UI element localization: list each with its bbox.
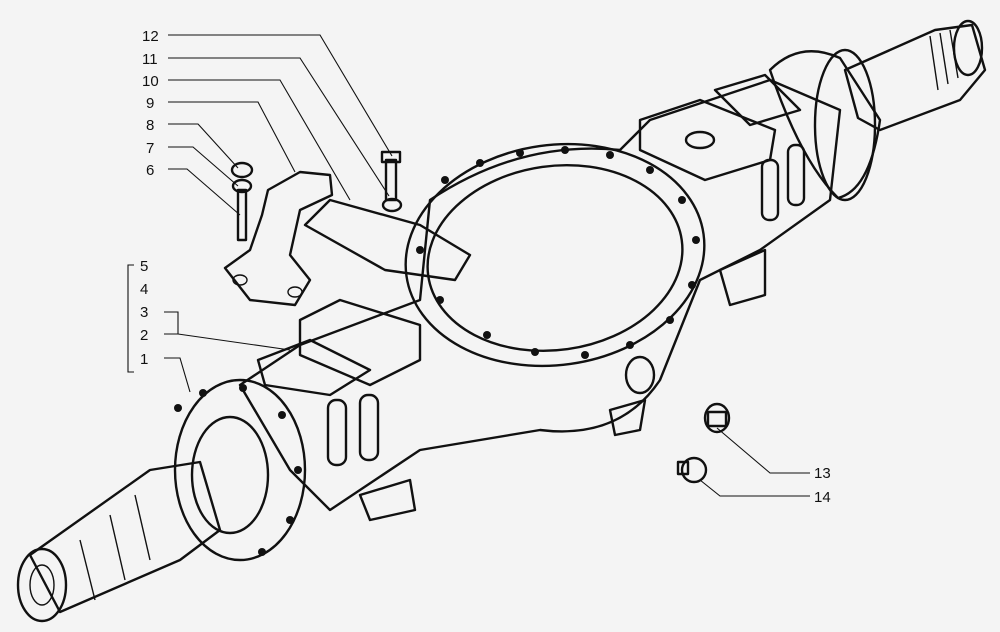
callout-12: 12: [142, 28, 159, 45]
callout-8: 8: [146, 117, 154, 134]
callout-2: 2: [140, 327, 148, 344]
callout-4: 4: [140, 281, 148, 298]
callout-14: 14: [814, 489, 831, 506]
callout-13: 13: [814, 465, 831, 482]
plug-13: [703, 402, 731, 434]
leader-lines: [127, 34, 810, 497]
callout-3: 3: [140, 304, 148, 321]
callout-5: 5: [140, 258, 148, 275]
right-spindle: [768, 19, 987, 202]
callout-9: 9: [146, 95, 154, 112]
callout-11: 11: [142, 51, 158, 68]
callout-1: 1: [140, 351, 148, 368]
plug-14: [676, 456, 708, 484]
pad-and-bolt: [303, 150, 472, 282]
callout-6: 6: [146, 162, 154, 179]
left-spindle: [16, 378, 307, 623]
callout-7: 7: [146, 140, 154, 157]
callout-labels: 12 11 10 9 8 7 6 5 4 3 2 1 13 14: [140, 28, 831, 506]
axle-housing: [238, 73, 842, 522]
bracket-assembly: [223, 161, 334, 307]
callout-10: 10: [142, 73, 159, 90]
